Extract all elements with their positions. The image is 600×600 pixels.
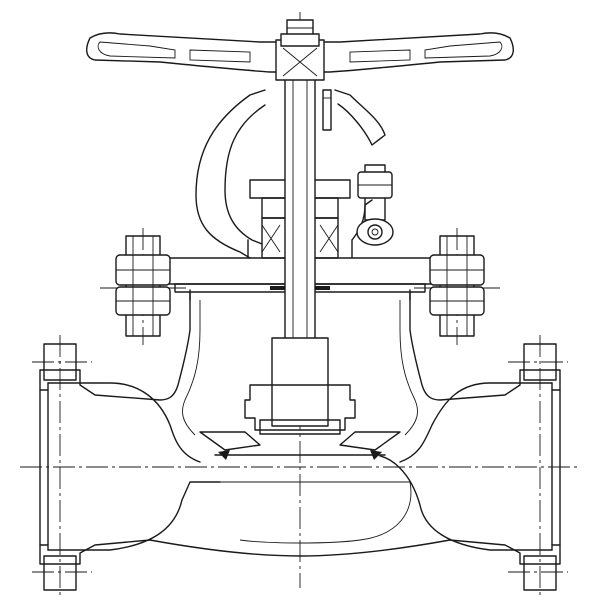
- right-flange-bolt: [523, 343, 557, 591]
- right-bonnet-stud: [429, 235, 485, 337]
- eye-bolt: [356, 164, 394, 246]
- stem-nut: [280, 19, 320, 77]
- yoke-lug: [322, 89, 332, 131]
- left-bonnet-stud: [115, 235, 171, 337]
- valve-disc: [199, 384, 401, 460]
- centerlines: [20, 12, 580, 595]
- left-flange-bolt: [43, 343, 77, 591]
- valve-body: [39, 289, 561, 565]
- valve-stem: [271, 64, 329, 427]
